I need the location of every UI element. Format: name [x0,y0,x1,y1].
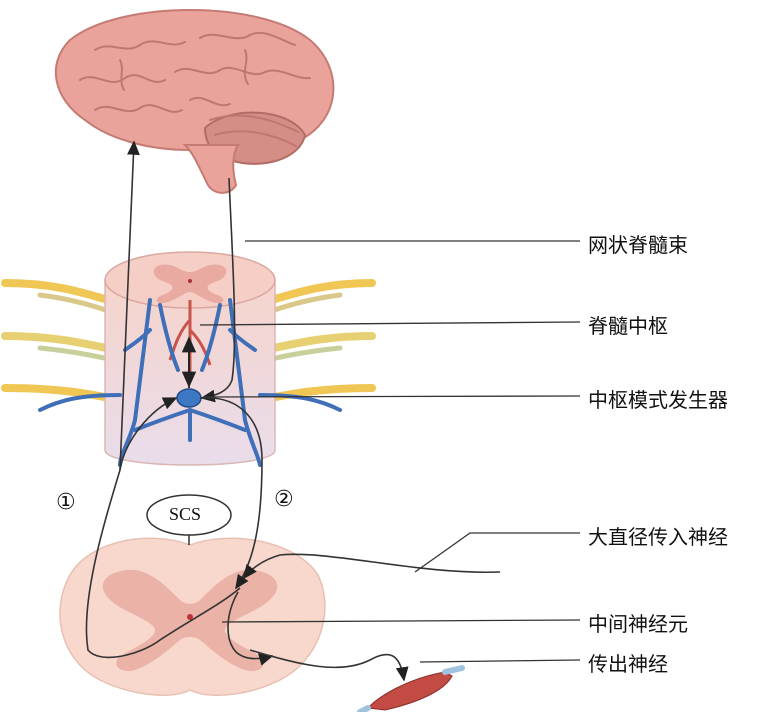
pathway-1-ascending [119,140,140,471]
pathway-lines [85,140,501,682]
pathway-marker-2: ② [274,487,294,512]
label-spinal-center: 脊髓中枢 [588,314,668,338]
leader-lines [199,240,581,663]
spinal-cord-segment [1,251,376,467]
descending-tract [200,177,236,403]
efferent-output [249,649,409,682]
label-efferent: 传出神经 [588,652,668,676]
scs-label: SCS [169,504,202,524]
label-reticulospinal-tract: 网状脊髓束 [588,233,688,257]
brain [54,9,335,194]
muscle [357,665,465,712]
afferent-input [243,553,501,580]
label-cpg: 中枢模式发生器 [588,388,728,412]
spinal-cord-cross-section [59,537,326,696]
pathway-marker-1: ① [56,490,76,515]
label-large-afferent: 大直径传入神经 [588,525,728,549]
pathway-2-descending [199,397,263,590]
label-interneuron: 中间神经元 [588,612,688,636]
cpg-node [176,388,202,408]
